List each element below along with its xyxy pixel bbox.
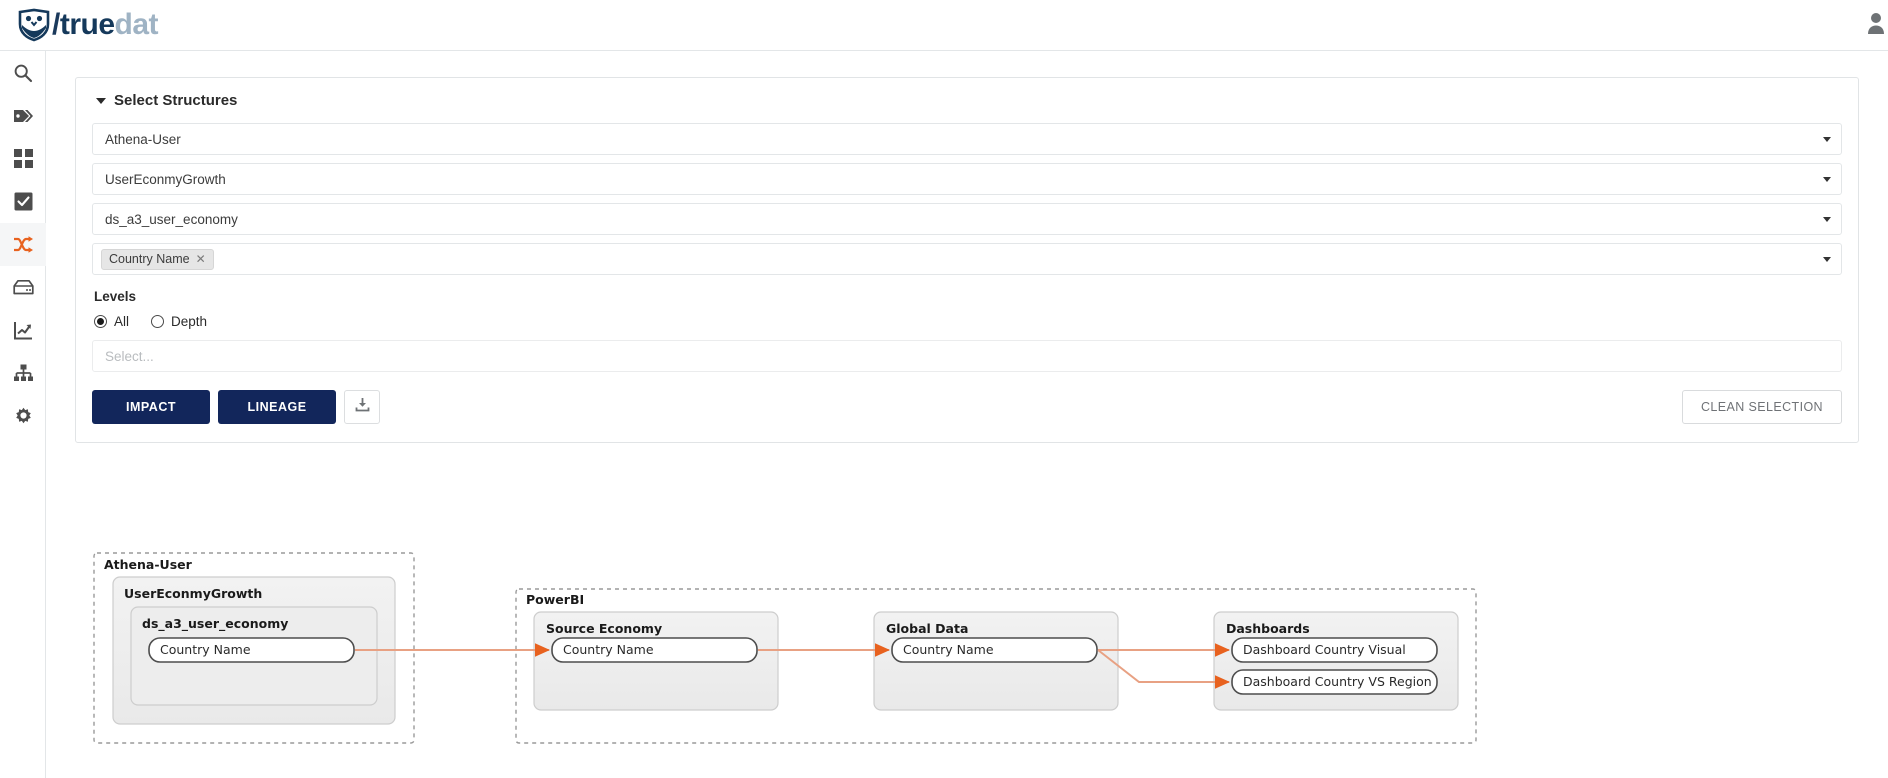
grid-icon <box>13 149 33 168</box>
lineage-button[interactable]: LINEAGE <box>218 390 336 424</box>
sidebar-item-settings[interactable] <box>0 395 46 438</box>
app-logo[interactable]: /truedat <box>16 4 159 46</box>
chevron-down-icon <box>1823 217 1831 222</box>
radio-all-label: All <box>114 314 130 329</box>
logo-true: true <box>59 8 115 41</box>
sidebar-item-tasks[interactable] <box>0 180 46 223</box>
radio-all-input[interactable] <box>94 315 107 328</box>
node-dashboard-country-vs-region-label: Dashboard Country VS Region <box>1243 674 1432 689</box>
global-data-label: Global Data <box>886 621 968 636</box>
radio-depth-input[interactable] <box>151 315 165 328</box>
node-dashboard-country-vs-region[interactable] <box>1231 669 1438 695</box>
top-bar: /truedat <box>0 0 1888 51</box>
node-athena-country-name[interactable] <box>148 637 355 663</box>
logo-slash: / <box>52 8 60 41</box>
select-structures-panel: Select Structures Athena-User UserEconmy… <box>75 77 1859 443</box>
node-athena-country-name-label: Country Name <box>160 642 251 657</box>
powerbi-group-label: PowerBI <box>526 592 584 607</box>
sidebar-item-hierarchy[interactable] <box>0 352 46 395</box>
athena-user-group-label: Athena-User <box>104 557 193 572</box>
panel-header-toggle[interactable]: Select Structures <box>92 92 1842 109</box>
checkbox-icon <box>14 192 33 211</box>
levels-label: Levels <box>94 289 137 304</box>
edge-global-to-vs-region <box>1097 649 1230 689</box>
radio-option-depth[interactable]: Depth <box>151 314 207 329</box>
sidebar <box>0 51 46 778</box>
selected-chip[interactable]: Country Name ✕ <box>101 248 214 270</box>
database-icon <box>12 279 34 296</box>
ds-a3-user-economy-label: ds_a3_user_economy <box>142 616 288 632</box>
chevron-down-icon <box>1823 137 1831 142</box>
levels-radio-group: All Depth <box>92 314 1842 329</box>
search-icon <box>13 63 33 83</box>
group-select[interactable]: UserEconmyGrowth <box>92 163 1842 195</box>
sidebar-item-metrics[interactable] <box>0 309 46 352</box>
node-source-country-name[interactable] <box>551 637 758 663</box>
depth-select-placeholder: Select... <box>105 348 154 364</box>
dashboards-label: Dashboards <box>1226 621 1310 636</box>
group-select-value: UserEconmyGrowth <box>105 171 226 187</box>
radio-depth-label: Depth <box>171 314 208 329</box>
logo-dat: dat <box>114 8 159 41</box>
panel-title: Select Structures <box>114 92 238 109</box>
athena-user-group[interactable] <box>93 552 415 744</box>
fields-multiselect[interactable]: Country Name ✕ <box>92 243 1842 275</box>
radio-option-all[interactable]: All <box>94 314 129 329</box>
owl-shield-icon <box>16 8 52 42</box>
structure-select-value: ds_a3_user_economy <box>105 211 238 227</box>
download-button[interactable] <box>344 390 380 424</box>
sidebar-item-tags[interactable] <box>0 94 46 137</box>
source-economy-label: Source Economy <box>546 621 662 636</box>
chevron-down-icon <box>1823 257 1831 262</box>
structure-select[interactable]: ds_a3_user_economy <box>92 203 1842 235</box>
depth-select[interactable]: Select... <box>92 340 1842 372</box>
sidebar-item-data-sources[interactable] <box>0 266 46 309</box>
chevron-down-icon <box>1823 177 1831 182</box>
chart-line-icon <box>13 321 33 340</box>
system-select-value: Athena-User <box>105 131 181 147</box>
impact-button[interactable]: IMPACT <box>92 390 210 424</box>
clean-selection-button[interactable]: CLEAN SELECTION <box>1681 390 1842 424</box>
main-content: Select Structures Athena-User UserEconmy… <box>46 51 1888 778</box>
logo-wordmark: /truedat <box>52 8 159 42</box>
gear-icon <box>14 407 33 426</box>
sidebar-item-grid[interactable] <box>0 137 46 180</box>
usereconmygrowth-label: UserEconmyGrowth <box>124 586 262 601</box>
shuffle-icon <box>13 235 34 254</box>
action-button-row: IMPACT LINEAGE CLEAN SELECTION <box>92 390 1842 424</box>
node-global-country-name-label: Country Name <box>903 642 994 657</box>
tags-icon <box>13 106 34 126</box>
download-icon <box>355 397 370 417</box>
system-select[interactable]: Athena-User <box>92 123 1842 155</box>
node-source-country-name-label: Country Name <box>563 642 654 657</box>
chip-label: Country Name <box>109 252 190 266</box>
powerbi-group[interactable] <box>515 588 1477 744</box>
chevron-down-icon <box>96 97 106 104</box>
lineage-graph[interactable]: Athena-User UserEconmyGrowth ds_a3_user_… <box>46 537 1888 778</box>
node-dashboard-country-visual[interactable] <box>1231 637 1438 663</box>
sitemap-icon <box>13 364 33 383</box>
node-dashboard-country-visual-label: Dashboard Country Visual <box>1243 642 1406 657</box>
user-avatar-icon[interactable] <box>1862 10 1884 36</box>
node-global-country-name[interactable] <box>891 637 1098 663</box>
sidebar-item-lineage[interactable] <box>0 223 46 266</box>
close-icon[interactable]: ✕ <box>195 252 206 266</box>
sidebar-item-search[interactable] <box>0 51 46 94</box>
